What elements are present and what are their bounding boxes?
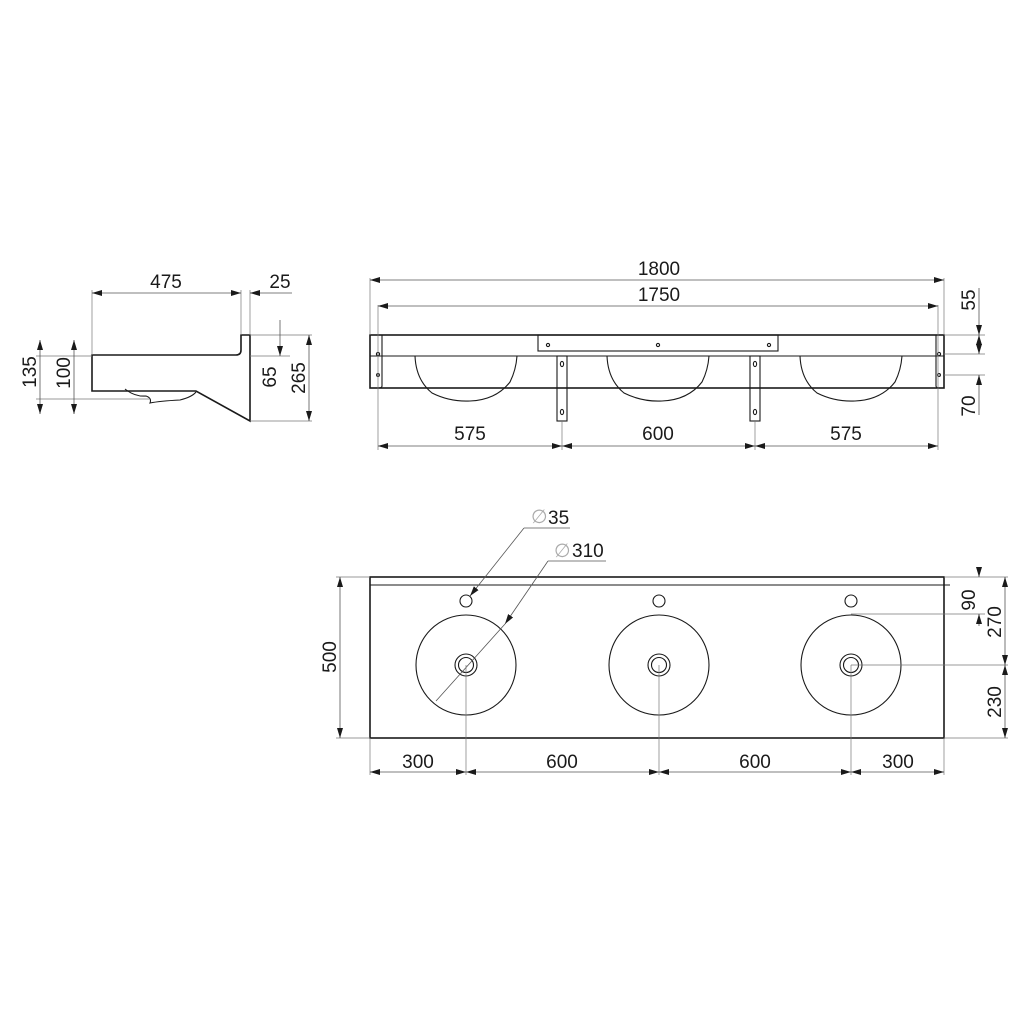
- side-view: 475 25 135 100 65 265: [20, 272, 312, 423]
- bowl-1: [414, 355, 518, 402]
- dim-hole-offset: 70: [959, 395, 980, 416]
- tap-hole-3: [844, 594, 858, 608]
- tap-hole-2: [652, 594, 666, 608]
- bowl-underside: [124, 388, 197, 404]
- dim-tap-hole-offset: 90: [959, 589, 980, 610]
- dim-spacing-1: 300: [402, 752, 434, 773]
- left-flange: [377, 335, 383, 389]
- top-body: [369, 576, 945, 739]
- bowl-2: [606, 355, 710, 402]
- dim-splash-height: 65: [260, 366, 281, 387]
- side-profile: [91, 334, 251, 423]
- top-view: ∅ 35 ∅ 310 500 300 600 600 300 90 270 23…: [320, 507, 1008, 775]
- dim-top-offset: 55: [959, 289, 980, 310]
- dim-spacing-3: 600: [739, 752, 771, 773]
- bowl-diameter-symbol: ∅: [554, 541, 571, 562]
- dim-bracket-right: 575: [830, 424, 862, 445]
- tap-hole-diameter-symbol: ∅: [531, 507, 548, 528]
- dim-bowl-diameter: 310: [572, 541, 604, 562]
- right-flange: [935, 335, 941, 389]
- tap-hole-1: [459, 594, 473, 608]
- dim-wall-offset: 25: [269, 272, 290, 293]
- dim-spacing-2: 600: [546, 752, 578, 773]
- dim-total-height: 265: [289, 362, 310, 394]
- dim-top-depth: 500: [320, 641, 341, 673]
- front-view: 1800 1750 575 600 575 55 70: [369, 259, 985, 450]
- dim-overall-width: 1800: [638, 259, 680, 280]
- dim-tap-hole-diameter: 35: [548, 508, 569, 529]
- dim-front-height: 135: [20, 356, 41, 388]
- bowl-3: [799, 355, 903, 402]
- dim-bracket-left: 575: [454, 424, 486, 445]
- front-body: [369, 334, 945, 389]
- dim-rim-height: 100: [54, 357, 75, 389]
- dim-bowl-center-front: 230: [985, 686, 1006, 718]
- dim-depth: 475: [150, 272, 182, 293]
- dim-spacing-4: 300: [882, 752, 914, 773]
- dim-bracket-middle: 600: [642, 424, 674, 445]
- dim-inner-width: 1750: [638, 285, 680, 306]
- dim-bowl-center-back: 270: [985, 606, 1006, 638]
- mounting-rail: [537, 334, 779, 352]
